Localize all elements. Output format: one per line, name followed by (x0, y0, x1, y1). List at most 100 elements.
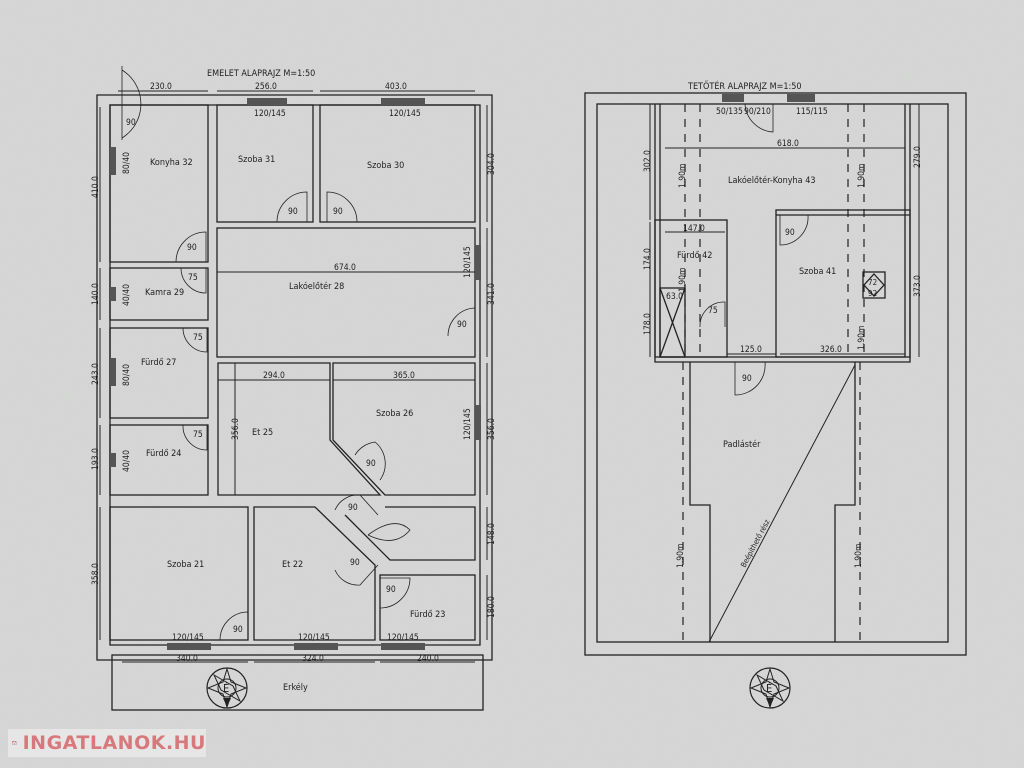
window-label: 120/145 (254, 109, 286, 119)
room-label: Et 25 (252, 428, 273, 438)
dimension-label: 356.0 (487, 418, 497, 440)
dimension-label: 279.0 (913, 146, 923, 168)
door-width-label: 90 (350, 558, 360, 568)
dimension-label: 256.0 (255, 82, 277, 92)
dimension-label: 304.0 (487, 153, 497, 175)
watermark-logo: INGATLANOK.HU (8, 729, 206, 757)
room-label: Szoba 31 (238, 155, 275, 165)
window-label: 120/145 (387, 633, 419, 643)
dimension-label: 230.0 (150, 82, 172, 92)
window-label: 115/115 (796, 107, 828, 117)
dimension-label: 326.0 (820, 345, 842, 355)
compass-icon: É (749, 667, 791, 709)
window-label: 80/40 (122, 364, 132, 386)
door-width-label: 90 (348, 503, 358, 513)
upper-floor-plan: EMELET ALAPRAJZ M=1:50 (91, 66, 497, 711)
dimension-label: 373.0 (913, 275, 923, 297)
door-width-label: 90 (126, 118, 136, 128)
dimension-label: 178.0 (643, 313, 653, 335)
room-label: Szoba 30 (367, 161, 404, 171)
height-label: 1.90m (857, 164, 867, 188)
dimension-label: 674.0 (334, 263, 356, 273)
window-label: 50/135 (716, 107, 743, 117)
height-label: 1.90m (678, 164, 688, 188)
door-width-label: 90 (366, 459, 376, 469)
room-label: Szoba 21 (167, 560, 204, 570)
door-width-label: 90 (785, 228, 795, 238)
door-width-label: 75 (188, 273, 198, 283)
watermark-text: INGATLANOK.HU (22, 732, 206, 754)
compass-letter: É (766, 682, 772, 695)
room-label: Lakóelőtér 28 (289, 281, 344, 292)
window-label: 40/40 (122, 450, 132, 472)
dimension-label: 174.0 (643, 248, 653, 270)
room-label: Fürdő 24 (146, 449, 181, 459)
dimension-lines (649, 104, 920, 357)
compass-letter: É (223, 682, 229, 695)
buildable-area-line (708, 364, 856, 643)
house-icon (12, 741, 17, 745)
room-label: Fürdő 23 (410, 610, 445, 620)
chimney-label: 72 (868, 278, 877, 287)
door-width-label: 90 (742, 374, 752, 384)
dimension-label: 140.0 (91, 283, 101, 305)
height-label: 1.90m (678, 268, 688, 292)
door-width-label: 75 (708, 306, 718, 316)
window-label: 40/40 (122, 284, 132, 306)
dimension-label: 324.0 (302, 654, 324, 664)
door-width-label: 90 (333, 207, 343, 217)
door-width-label: 90 (187, 243, 197, 253)
window-label: 120/145 (172, 633, 204, 643)
plan-title: TETŐTÉR ALAPRAJZ M=1:50 (687, 80, 802, 92)
room-label: Lakóelőtér-Konyha 43 (728, 175, 816, 186)
dimension-label: 618.0 (777, 139, 799, 149)
chimney-label: 92 (868, 289, 877, 298)
door-width-label: 90 (457, 320, 467, 330)
room-label: Padlástér (723, 439, 761, 450)
room-label: Fürdő 27 (141, 358, 176, 368)
window-label: 120/145 (389, 109, 421, 119)
door-width-label: 90 (386, 585, 396, 595)
dimension-label: 358.0 (91, 563, 101, 585)
dimension-label: 147.0 (683, 224, 705, 234)
compass-icon: É (206, 667, 248, 709)
room-walls (654, 104, 911, 642)
dimension-label: 403.0 (385, 82, 407, 92)
room-label: Konyha 32 (150, 158, 193, 168)
dimension-label: 125.0 (740, 345, 762, 355)
window-label: 120/145 (298, 633, 330, 643)
window-label: 120/145 (463, 246, 473, 278)
dimension-label: 180.0 (487, 596, 497, 618)
door-width-label: 75 (193, 333, 203, 343)
dimension-lines (99, 90, 488, 663)
dimension-label: 302.0 (643, 150, 653, 172)
dimension-label: 148.0 (487, 523, 497, 545)
room-label: Szoba 41 (799, 267, 836, 277)
dimension-label: 63.0 (666, 292, 683, 302)
window-label: 80/40 (122, 152, 132, 174)
balcony-outline (111, 654, 484, 711)
windows (722, 94, 815, 102)
windows (110, 98, 481, 650)
height-label: 1.90m (854, 544, 864, 568)
room-label: Fürdő 42 (677, 251, 712, 261)
inner-wall (596, 103, 949, 643)
dimension-label: 356.0 (231, 418, 241, 440)
dimension-label: 341.0 (487, 283, 497, 305)
door-swings (699, 103, 809, 396)
window-label: 120/145 (463, 408, 473, 440)
dimension-label: 294.0 (263, 371, 285, 381)
dimension-label: 240.0 (417, 654, 439, 664)
room-label: Et 22 (282, 560, 303, 570)
door-swings (121, 66, 476, 641)
door-width-label: 75 (193, 430, 203, 440)
dimension-label: 340.0 (176, 654, 198, 664)
outer-wall (584, 92, 967, 656)
plan-title: EMELET ALAPRAJZ M=1:50 (207, 69, 315, 79)
dimension-label: 193.0 (91, 448, 101, 470)
door-width-label: 90 (233, 625, 243, 635)
room-label: Kamra 29 (145, 288, 184, 298)
height-lines (682, 104, 865, 642)
height-label: 1.90m (676, 544, 686, 568)
